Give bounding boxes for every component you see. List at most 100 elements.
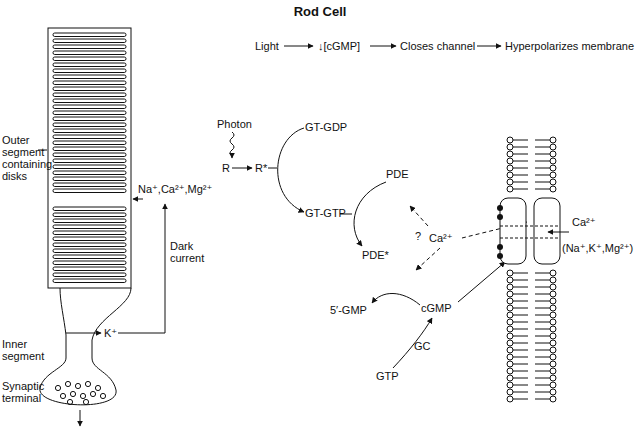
lipid-head [550, 298, 556, 304]
lipid-head [550, 333, 556, 339]
lipid-head [507, 326, 513, 332]
ion-label: Ca²⁺ [571, 216, 597, 228]
lipid-head [550, 284, 556, 290]
lipid-tail [513, 399, 528, 400]
lipid-tail [535, 294, 550, 295]
lipid-tail [535, 147, 550, 148]
lipid-tail [513, 308, 528, 309]
lipid-head [550, 305, 556, 311]
lipid-tail [535, 399, 550, 400]
molecule-label: GT-GDP [305, 121, 347, 133]
lipid-head [550, 291, 556, 297]
vesicle [85, 381, 90, 386]
lipid-head [550, 277, 556, 283]
lipid-tail [535, 273, 550, 274]
vesicle [70, 391, 75, 396]
disk [53, 165, 126, 169]
enzyme-label: PDE* [362, 249, 389, 261]
lipid-head [507, 298, 513, 304]
lipid-head [550, 326, 556, 332]
dashed-arrow [416, 248, 440, 270]
lipid-tail [513, 175, 528, 176]
lipid-tail [535, 168, 550, 169]
lipid-tail [535, 301, 550, 302]
lipid-head [550, 347, 556, 353]
disk [53, 189, 126, 193]
lipid-head [550, 172, 556, 178]
lipid-head [550, 319, 556, 325]
current-label: Dark current [170, 240, 212, 264]
lipid-tail [513, 350, 528, 351]
disk [53, 207, 126, 211]
vesicle [67, 399, 72, 404]
lipid-head [507, 312, 513, 318]
lipid-tail [513, 189, 528, 190]
disk [53, 153, 126, 157]
disk [53, 261, 126, 265]
lipid-head [507, 361, 513, 367]
title: Rod Cell [0, 4, 640, 19]
inner-segment [40, 288, 131, 405]
dashed-arrow [410, 206, 428, 226]
lipid-tail [513, 315, 528, 316]
vesicle [83, 399, 88, 404]
lipid-tail [513, 287, 528, 288]
question-mark: ? [414, 230, 422, 242]
disk [53, 183, 126, 187]
molecule-label: GT-GTP [305, 207, 346, 219]
lipid-head [507, 396, 513, 402]
hydrolysis-arc [372, 293, 420, 305]
disk [53, 231, 126, 235]
lipid-tail [513, 385, 528, 386]
lipid-tail [535, 371, 550, 372]
lipid-tail [535, 322, 550, 323]
lipid-head [507, 172, 513, 178]
flow-arrow [477, 46, 501, 47]
lipid-head [550, 340, 556, 346]
disk [53, 273, 126, 277]
disk [53, 111, 126, 115]
disk [53, 117, 126, 121]
photon-label: Photon [217, 118, 252, 130]
lipid-tail [513, 273, 528, 274]
ion-arrow [548, 232, 569, 233]
lipid-head [507, 270, 513, 276]
lipid-tail [535, 364, 550, 365]
vesicle [75, 383, 80, 388]
link-line [268, 168, 277, 169]
lipid-tail [535, 287, 550, 288]
lipid-tail [535, 392, 550, 393]
lipid-tail [513, 161, 528, 162]
lipid-tail [513, 378, 528, 379]
vesicle [65, 381, 70, 386]
enzyme-label: GC [414, 340, 431, 352]
disk [53, 87, 126, 91]
lipid-head [550, 165, 556, 171]
vesicle [100, 393, 105, 398]
lipid-head [550, 361, 556, 367]
disk [53, 213, 126, 217]
disk [53, 75, 126, 79]
transducin-arc [278, 128, 304, 212]
disk [53, 69, 126, 73]
lipid-tail [513, 336, 528, 337]
channel-half [534, 198, 560, 264]
disk [53, 159, 126, 163]
entry-arrow [133, 199, 143, 200]
lipid-head [507, 284, 513, 290]
lipid-head [550, 151, 556, 157]
lipid-head [507, 347, 513, 353]
disk [53, 51, 126, 55]
release-arrow [80, 410, 81, 426]
lipid-head [550, 179, 556, 185]
lipid-head [507, 158, 513, 164]
pore [500, 226, 560, 227]
current-arrow [66, 333, 101, 334]
disk [53, 93, 126, 97]
enzyme-label: PDE [386, 168, 409, 180]
disk [53, 249, 126, 253]
part-label: Inner segment [2, 338, 42, 362]
disk [53, 267, 126, 271]
lipid-head [550, 389, 556, 395]
disk [53, 279, 126, 283]
